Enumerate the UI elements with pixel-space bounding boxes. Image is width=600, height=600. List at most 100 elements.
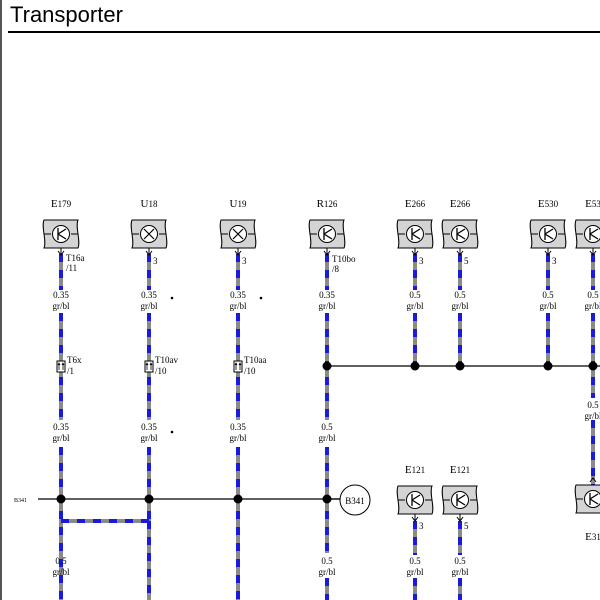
inline-connector-pin: /1 [67,366,74,376]
component-label: E121 [450,464,470,476]
wire-color-label: gr/bl [53,301,70,311]
bus-node-upper-4 [588,361,598,371]
pin-connector-label: T10bo [332,254,356,264]
wire-marker-0 [170,296,174,300]
wire-size-label: 0.35 [53,290,69,300]
wire-color-label: gr/bl [230,301,247,311]
wire-marker-1 [259,296,263,300]
component-label: E179 [51,198,72,210]
diode-icon [411,228,421,240]
diode-icon [544,228,554,240]
wire-size-label: 0.35 [53,422,69,432]
ground-point-b341 [327,484,371,516]
diode-icon [456,494,466,506]
wire-color-label: gr/bl [407,301,424,311]
wire-size-label: 0.5 [587,290,599,300]
inline-connector-icon [57,362,65,370]
lamp-icon [232,228,244,240]
wire-size-label: 0.35 [319,290,335,300]
bus-node-upper-3 [543,361,553,371]
component-label: E31 [585,531,600,543]
wire-color-label: gr/bl [452,301,469,311]
wire-size-label: 0.5 [454,290,466,300]
component-symbol-ring [584,490,600,508]
inline-connector-e179 [56,360,66,373]
diode-icon [411,494,421,506]
inline-connector-body [56,360,66,373]
wire-marker-2 [170,430,174,434]
component-symbol-ring [539,225,557,243]
wire-color-label: gr/bl [407,567,424,577]
ground-point-label: B341 [345,496,365,506]
diode-icon [456,228,466,240]
component-e266b [441,219,479,256]
bus-line-label: B341 [14,498,27,504]
wire-size-label: 0.5 [409,556,421,566]
wire-color-label: gr/bl [230,433,247,443]
bus-node-upper-0 [322,361,332,371]
component-label: E53 [585,198,600,210]
component-u19 [219,219,257,256]
component-u18 [130,219,168,256]
lamp-icon [143,228,155,240]
component-e530 [529,219,567,256]
component-symbol-ring [406,225,424,243]
bus-node-lower-0 [56,494,66,504]
pin-number-label: /8 [332,264,340,274]
inline-connector-body [144,360,154,373]
component-symbol-ring [451,225,469,243]
wire-color-label: gr/bl [141,301,158,311]
page-title: Transporter [10,2,123,27]
component-e121b [441,485,479,522]
component-label: U19 [230,198,247,210]
wire-color-label: gr/bl [585,301,600,311]
inline-connector-icon [234,362,242,370]
wire-color-label: gr/bl [53,567,70,577]
ground-point-ring [339,484,371,516]
wire-size-label: 0.5 [321,556,333,566]
title-underline [8,31,600,33]
inline-connector-body [233,360,243,373]
pin-number-label: /11 [66,263,77,273]
pin-number-label: 3 [419,521,424,531]
wire-size-label: 0.35 [230,290,246,300]
wire-size-label: 0.5 [409,290,421,300]
wire-color-label: gr/bl [452,567,469,577]
pin-number-label: 5 [464,521,469,531]
wire-size-label: 0.5 [321,422,333,432]
bus-node-upper-2 [455,361,465,371]
inline-connector-icon [145,362,153,370]
component-r126 [308,219,346,256]
component-e31x [574,477,600,514]
wire-color-label: gr/bl [53,433,70,443]
inline-connector-pin: /10 [155,366,167,376]
wire-color-label: gr/bl [319,301,336,311]
component-e266a [396,219,434,256]
pin-number-label: 3 [242,256,247,266]
wire-size-label: 0.5 [587,400,599,410]
diode-icon [589,493,599,505]
component-symbol-ring [451,491,469,509]
wire-color-label: gr/bl [319,567,336,577]
wire-size-label: 0.35 [141,422,157,432]
pin-number-label: 3 [419,256,424,266]
pin-connector-label: T16a [66,253,85,263]
component-label: E530 [538,198,559,210]
bus-node-lower-1 [144,494,154,504]
component-symbol-ring [584,225,600,243]
wire-color-label: gr/bl [540,301,557,311]
component-symbol-ring [318,225,336,243]
wire-color-label: gr/bl [141,433,158,443]
component-symbol-ring [406,491,424,509]
wire-size-label: 0.5 [542,290,554,300]
wire-color-label: gr/bl [585,411,600,421]
wire-size-label: 0.35 [230,422,246,432]
bus-lines-layer [38,296,600,504]
pin-number-label: 3 [153,256,158,266]
wire-size-label: 0.5 [55,556,67,566]
wire-size-label: 0.5 [454,556,466,566]
inline-connector-name: T6x [67,355,82,365]
